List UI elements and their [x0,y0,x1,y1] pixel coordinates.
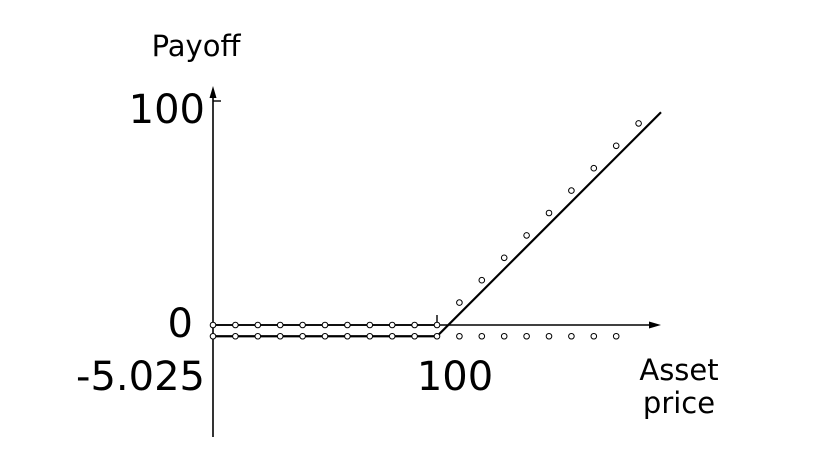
series-3-marker [545,332,553,340]
series-2-marker [478,276,486,284]
x-tick-label-100: 100 [417,354,493,400]
series-layer [209,111,662,340]
series-2-marker [254,321,262,329]
series-3-marker [388,332,396,340]
series-3-marker [478,332,486,340]
series-2-marker [388,321,396,329]
series-2-marker [299,321,306,329]
series-3-marker [456,332,463,340]
y-tick-label-100: 100 [129,87,205,133]
series-2-marker [321,321,329,329]
series-3-marker [299,332,306,340]
series-2-marker [209,321,217,329]
series-2-marker [433,321,441,329]
series-2-marker [366,321,374,329]
series-3-marker [366,332,374,340]
x-axis-arrow [649,321,661,329]
series-2-marker [456,299,463,306]
x-axis-label-line1: Asset [639,353,718,387]
series-2-marker [344,321,351,329]
series-2-marker [523,232,530,239]
labels: Payoff 100 0 -5.025 100 Asset price [76,29,719,420]
y-axis-arrow [209,86,217,98]
series-3-marker [500,332,508,340]
series-3-marker [433,332,441,340]
series-line-0 [213,111,662,338]
series-3-marker [344,332,351,340]
series-2-marker [612,142,620,150]
series-3-marker [411,332,418,340]
series-3-marker [590,332,598,340]
series-2-marker [545,209,553,217]
series-3-marker [568,332,575,340]
series-3-marker [254,332,262,340]
y-tick-label-0: 0 [168,301,193,347]
series-2-marker [500,254,508,262]
series-3-marker [209,332,217,340]
y-axis-label: Payoff [152,29,242,63]
x-axis-label-line2: price [643,386,715,420]
series-3-marker [612,332,620,340]
series-2-marker [590,164,598,172]
series-2-marker [411,321,418,329]
series-3-marker [232,332,239,340]
series-3-marker [276,332,284,340]
series-3-marker [523,332,530,340]
series-2-marker [276,321,284,329]
series-2-marker [635,120,642,127]
y-tick-label-neg: -5.025 [76,354,205,400]
series-3-marker [321,332,329,340]
series-2-marker [568,187,575,194]
series-2-marker [232,321,239,329]
